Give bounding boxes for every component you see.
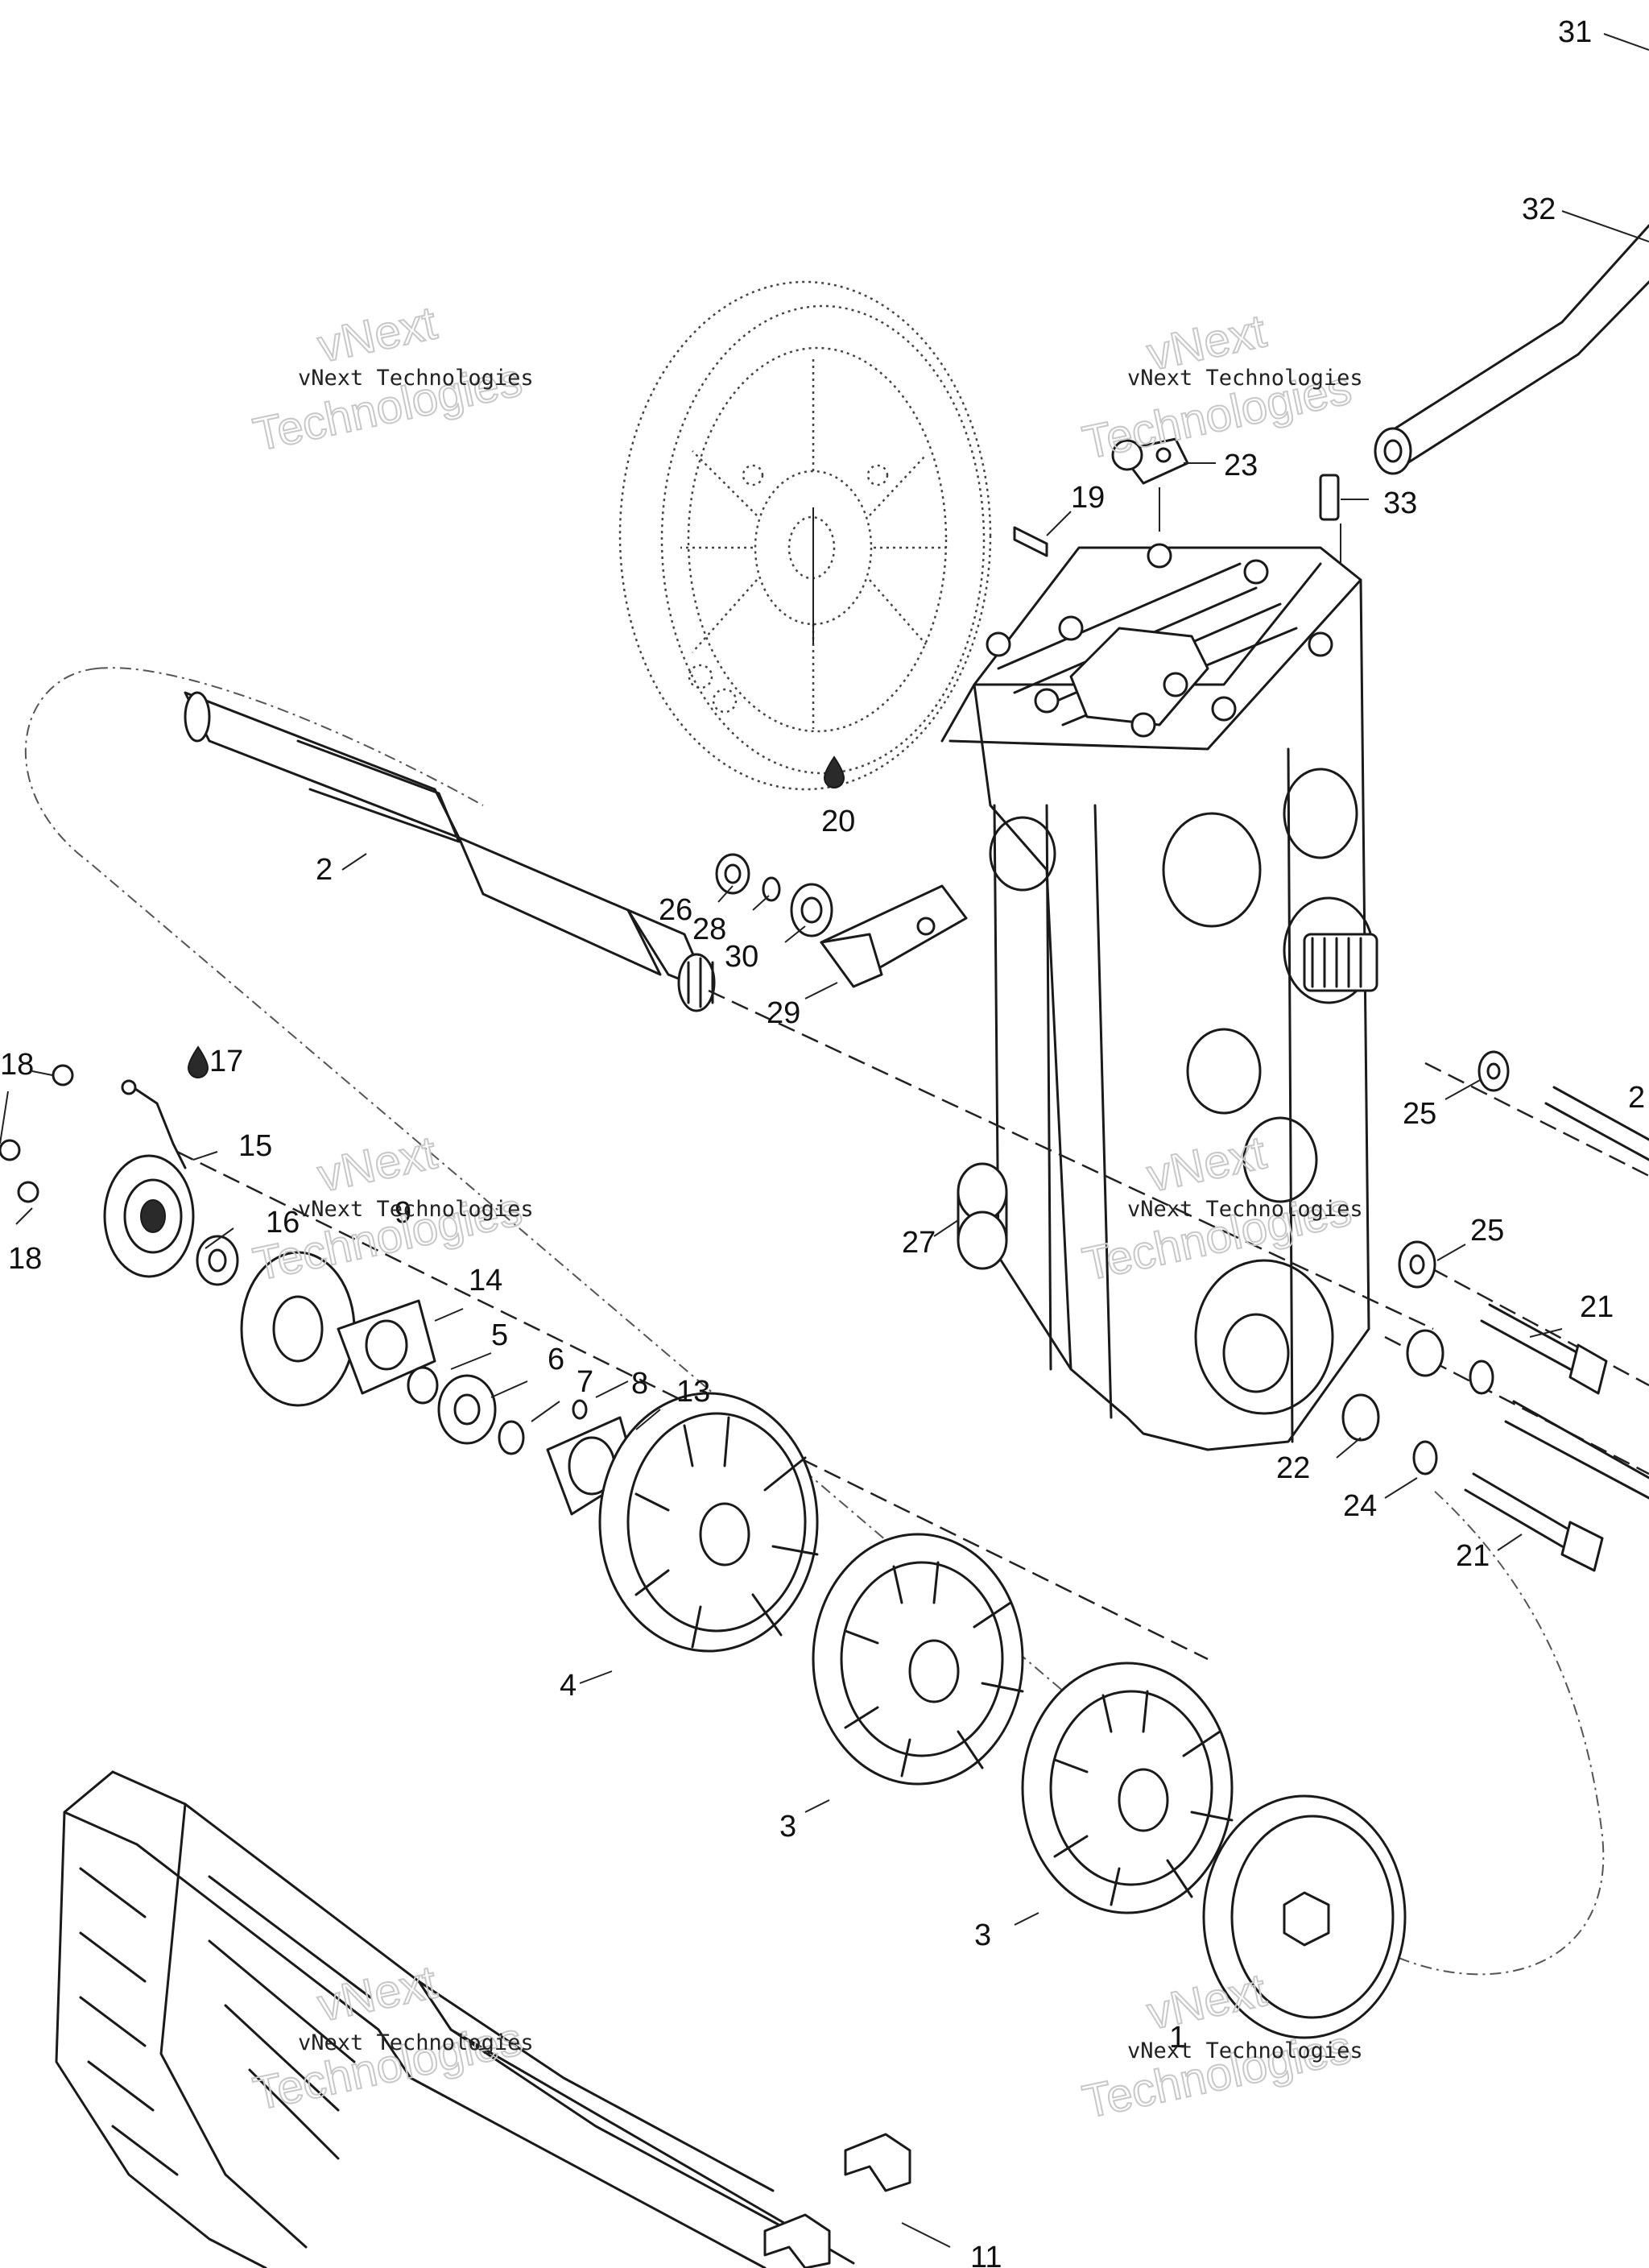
callout-22: 22	[1276, 1451, 1310, 1485]
bolt-21b	[1464, 1472, 1604, 1572]
callout-25-bottom: 25	[1470, 1214, 1504, 1248]
sprocket-4	[598, 1392, 819, 1653]
callout-13: 13	[676, 1375, 710, 1409]
callout-26: 26	[659, 893, 692, 927]
bolt-21c	[1504, 1400, 1649, 1500]
callout-21-top: 21	[1580, 1290, 1614, 1324]
callout-28: 28	[692, 913, 726, 946]
svg-text:vNext: vNext	[313, 296, 441, 372]
key-19	[1013, 526, 1048, 557]
callout-1: 1	[1169, 2021, 1186, 2055]
oil-drop-icon	[823, 755, 845, 788]
bolt-21a	[1480, 1303, 1608, 1395]
shift-rod	[1374, 224, 1649, 475]
svg-text:vNext Technologies: vNext Technologies	[1127, 1197, 1363, 1222]
callout-17: 17	[209, 1045, 243, 1078]
callout-21-bottom: 21	[1456, 1539, 1490, 1573]
ring-8	[572, 1399, 588, 1420]
washer-25b	[1398, 1240, 1436, 1289]
callout-3-second: 3	[974, 1918, 991, 1952]
sprocket-3a	[812, 1533, 1024, 1786]
svg-text:vNext Technologies: vNext Technologies	[298, 366, 534, 391]
callout-18-top: 18	[0, 1048, 34, 1082]
sprocket-30	[790, 883, 833, 937]
callout-3-first: 3	[779, 1810, 796, 1844]
watermark-mid-right: vNext Technologies vNext Technologies	[1077, 1125, 1363, 1291]
callout-5: 5	[491, 1318, 508, 1352]
nuts-18	[0, 1064, 74, 1203]
svg-text:vNext Technologies: vNext Technologies	[298, 2030, 534, 2055]
callout-16: 16	[266, 1206, 300, 1240]
callout-4: 4	[560, 1669, 577, 1703]
sprocket-3b	[1021, 1662, 1234, 1914]
cover-bolts	[986, 543, 1333, 738]
end-sprocket	[1202, 1794, 1407, 2039]
callout-31: 31	[1558, 15, 1592, 49]
svg-text:vNext Technologies: vNext Technologies	[298, 1197, 534, 1222]
svg-text:Technologies: Technologies	[249, 2013, 527, 2121]
svg-text:vNext Technologies: vNext Technologies	[1127, 366, 1363, 391]
bearing-housing-15	[103, 1154, 195, 1278]
callout-9: 9	[395, 1196, 411, 1230]
callout-30: 30	[725, 940, 758, 974]
callout-8: 8	[631, 1367, 648, 1401]
leader-lines	[0, 33, 1649, 2248]
callout-7: 7	[577, 1365, 593, 1399]
spacer-27	[957, 1162, 1008, 1270]
callout-6: 6	[548, 1343, 564, 1376]
callout-20: 20	[821, 805, 855, 838]
grease-fitting-17	[121, 1079, 187, 1169]
callout-14: 14	[469, 1264, 502, 1297]
callout-15: 15	[238, 1129, 272, 1163]
callout-23: 23	[1224, 449, 1258, 482]
washers-22-24	[1341, 1329, 1494, 1475]
callout-2-axle: 2	[316, 853, 333, 887]
drive-pulley	[618, 280, 992, 791]
callout-24: 24	[1343, 1489, 1377, 1523]
callouts: 31 32 23 19 33 20 2 26 28 30 29 18 17 15…	[0, 15, 1645, 2268]
watermark-bottom-left: vNext Technologies vNext Technologies	[248, 1955, 534, 2121]
bracket-23	[1111, 437, 1189, 485]
svg-text:vNext: vNext	[313, 1956, 441, 2031]
svg-text:vNext: vNext	[1143, 1964, 1271, 2039]
callout-25-top: 25	[1403, 1097, 1436, 1131]
washer-25a	[1477, 1050, 1510, 1092]
svg-text:Technologies: Technologies	[1078, 2021, 1356, 2129]
svg-text:vNext: vNext	[1143, 1126, 1271, 1202]
pin-33	[1319, 474, 1340, 521]
callout-18-bottom: 18	[8, 1242, 42, 1276]
track-belt	[55, 1770, 855, 2268]
clips-11	[763, 2133, 911, 2268]
spacer-26	[715, 853, 750, 895]
tensioner-arm	[820, 884, 968, 988]
ring-7	[498, 1420, 525, 1455]
washer-28	[762, 876, 781, 902]
callout-2-bolt: 2	[1628, 1081, 1645, 1115]
callout-11: 11	[970, 2241, 1002, 2268]
gasket-14	[337, 1299, 436, 1395]
callout-19: 19	[1071, 481, 1105, 515]
callout-33: 33	[1383, 486, 1417, 520]
watermark-top-right: vNext Technologies vNext Technologies	[1077, 304, 1363, 470]
callout-29: 29	[767, 996, 800, 1030]
seal-5	[407, 1366, 439, 1405]
svg-text:vNext Technologies: vNext Technologies	[1127, 2038, 1363, 2063]
callout-32: 32	[1522, 192, 1556, 226]
watermark-top-left: vNext Technologies vNext Technologies	[248, 296, 534, 461]
callout-27: 27	[902, 1226, 936, 1260]
chaincase-housing	[940, 543, 1378, 1451]
bearing-16	[196, 1235, 239, 1286]
drive-axle	[184, 691, 716, 1012]
track-belt-outline	[24, 667, 1605, 1976]
svg-text:vNext: vNext	[313, 1126, 441, 1202]
bearing-6	[437, 1374, 497, 1445]
oil-drop-icon	[187, 1045, 209, 1078]
bolt-upper-right	[1544, 1086, 1649, 1161]
